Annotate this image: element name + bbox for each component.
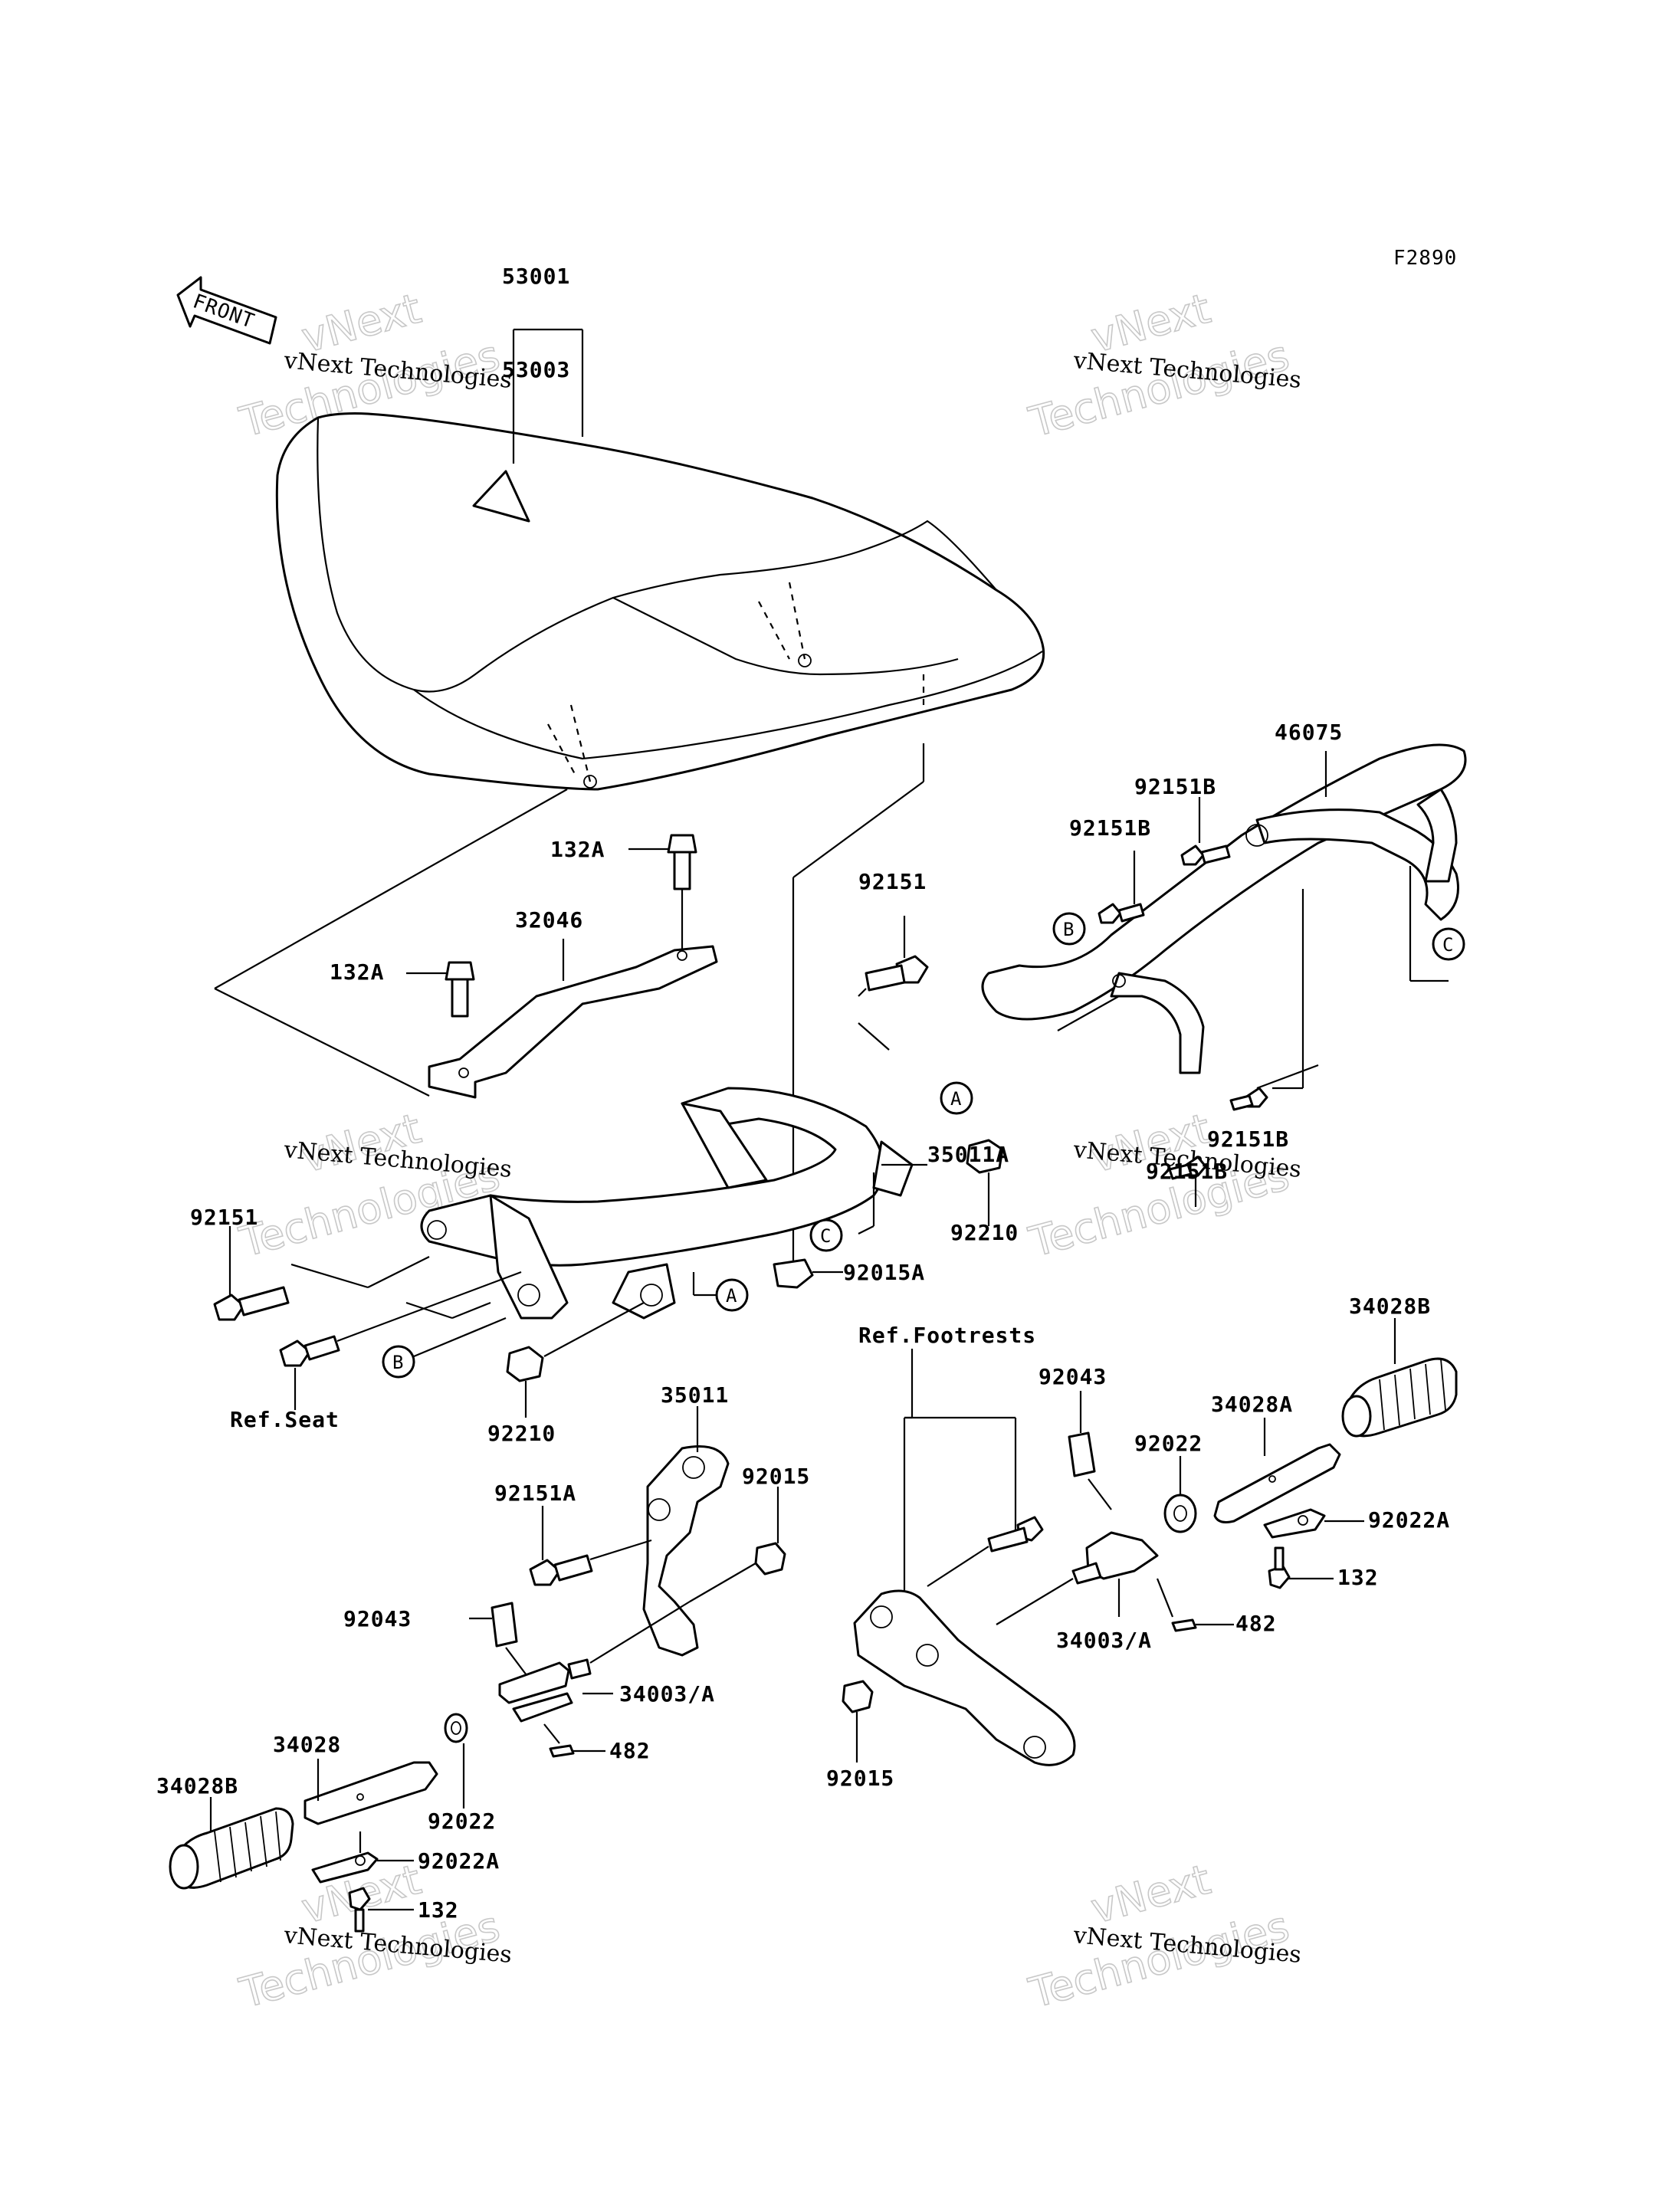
label-34003a-left: 34003/A — [619, 1681, 715, 1707]
callout-c-2: C — [809, 1218, 843, 1252]
svg-text:A: A — [950, 1088, 962, 1110]
label-132-left: 132 — [418, 1897, 459, 1923]
label-53001: 53001 — [502, 264, 570, 289]
bolt-132-left — [348, 1887, 371, 1933]
svg-text:B: B — [392, 1352, 403, 1373]
grip-34028b-right — [1341, 1357, 1458, 1438]
footpeg-34028 — [304, 1761, 438, 1825]
footrest-bracket-right — [853, 1589, 1076, 1766]
label-92210-right: 92210 — [950, 1220, 1019, 1245]
label-ref-footrests: Ref.Footrests — [858, 1323, 1036, 1348]
label-34028: 34028 — [273, 1732, 341, 1757]
label-92022-left: 92022 — [428, 1808, 496, 1834]
nut-92015-right — [842, 1680, 874, 1713]
label-92151-upper: 92151 — [858, 869, 927, 894]
bolt-92151a — [529, 1554, 593, 1586]
label-92015a: 92015A — [843, 1260, 925, 1285]
label-92151b-a: 92151B — [1134, 774, 1216, 799]
label-92015-right: 92015 — [826, 1766, 894, 1791]
figure-code: F2890 — [1393, 247, 1457, 270]
label-482-left: 482 — [609, 1738, 651, 1763]
front-arrow-icon: FRONT — [176, 276, 277, 345]
plate-92022a-right — [1263, 1508, 1326, 1539]
bracket-32046 — [428, 945, 718, 1099]
label-92151b-d: 92151B — [1146, 1159, 1228, 1184]
label-132-right: 132 — [1337, 1565, 1379, 1590]
label-34028b-left: 34028B — [156, 1773, 238, 1799]
svg-text:vNext: vNext — [1086, 1855, 1216, 1933]
callout-b-2: B — [382, 1345, 415, 1379]
label-92022a-right: 92022A — [1368, 1507, 1450, 1533]
rail-46075 — [981, 743, 1467, 1074]
label-92151b-b: 92151B — [1069, 815, 1151, 841]
label-92022-right: 92022 — [1134, 1431, 1203, 1456]
callout-b-1: B — [1052, 912, 1086, 946]
bolt-132-right — [1268, 1546, 1291, 1589]
washer-92022-left — [444, 1713, 468, 1743]
svg-text:C: C — [1442, 934, 1453, 956]
bolt-132a-left — [445, 961, 475, 1018]
bolt-92151-upper — [865, 955, 929, 992]
bolt-ref-footrests — [987, 1516, 1044, 1553]
grab-rail-35011a — [420, 1087, 914, 1320]
label-92151-left: 92151 — [190, 1205, 258, 1230]
svg-text:A: A — [726, 1285, 737, 1307]
label-46075: 46075 — [1275, 720, 1343, 745]
washer-92022-right — [1163, 1494, 1197, 1533]
footpeg-34028a — [1213, 1443, 1341, 1523]
label-34028a: 34028A — [1211, 1392, 1293, 1417]
cotter-482-right — [1171, 1618, 1197, 1632]
label-92043-right: 92043 — [1039, 1364, 1107, 1389]
nut-92015a — [773, 1258, 814, 1289]
label-92210-left: 92210 — [487, 1421, 556, 1446]
pin-92043-right — [1068, 1431, 1096, 1477]
label-92015-left: 92015 — [742, 1464, 810, 1489]
cotter-482-left — [549, 1744, 575, 1758]
bolt-92151-left — [213, 1286, 290, 1321]
nut-92210-left — [506, 1346, 544, 1382]
label-34003a-right: 34003/A — [1056, 1628, 1152, 1653]
nut-92210-right — [966, 1139, 1004, 1174]
clevis-34003a-right — [1071, 1531, 1159, 1585]
footrest-bracket-35011 — [642, 1445, 730, 1657]
bolt-ref-seat — [279, 1335, 340, 1367]
label-34028b-right: 34028B — [1349, 1294, 1431, 1319]
bolt-92151b-b — [1098, 903, 1145, 924]
label-482-right: 482 — [1235, 1611, 1277, 1636]
label-35011a: 35011A — [927, 1142, 1009, 1167]
clevis-34003a-left — [498, 1658, 592, 1723]
label-53003: 53003 — [502, 357, 570, 382]
label-132a-upper: 132A — [550, 837, 605, 862]
callout-c-1: C — [1432, 927, 1465, 961]
seat — [275, 412, 1045, 791]
label-92151b-c: 92151B — [1207, 1126, 1289, 1152]
label-132a-left: 132A — [330, 959, 384, 985]
bolt-92151b-c — [1229, 1087, 1268, 1111]
label-92151a: 92151A — [494, 1481, 576, 1506]
bolt-92151b-a — [1180, 844, 1231, 866]
callout-a-1: A — [940, 1081, 973, 1115]
svg-text:C: C — [820, 1225, 831, 1247]
bolt-92151b-d — [1168, 1156, 1207, 1180]
label-32046: 32046 — [515, 907, 583, 933]
label-92043-left: 92043 — [343, 1606, 412, 1631]
bolt-132a-upper — [667, 834, 697, 890]
callout-a-2: A — [715, 1278, 749, 1312]
grip-34028b-left — [169, 1807, 294, 1890]
svg-text:B: B — [1063, 919, 1074, 940]
label-92022a-left: 92022A — [418, 1848, 500, 1874]
pin-92043-left — [491, 1602, 518, 1648]
label-35011: 35011 — [661, 1382, 729, 1408]
label-ref-seat: Ref.Seat — [230, 1407, 340, 1432]
plate-92022a-left — [311, 1851, 379, 1884]
nut-92015-left — [754, 1542, 786, 1576]
